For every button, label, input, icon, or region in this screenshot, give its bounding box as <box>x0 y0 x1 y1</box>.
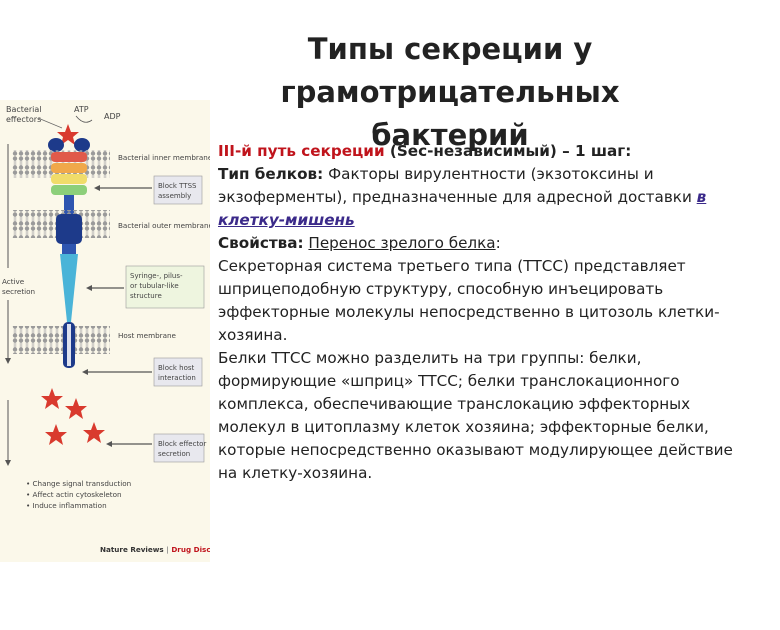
syringe-label-1: Syringe-, pilus- <box>130 272 183 280</box>
atp-label: ATP <box>74 105 89 114</box>
syringe-label-3: structure <box>130 292 162 300</box>
outer-ring-neck <box>62 244 76 254</box>
slide-title-line-1: Типы секреции у грамотрицательных <box>280 32 620 109</box>
section-heading: III-й путь секреции (Sec-независимый) – … <box>218 140 743 163</box>
properties-label: Свойства: <box>218 234 304 252</box>
inner-rod <box>64 195 74 217</box>
atp-arrow-icon <box>75 115 93 123</box>
atpase-lobe-left <box>48 138 64 152</box>
ttss-paragraph-1: Секреторная система третьего типа (ТТСС)… <box>218 257 720 344</box>
protein-type-paragraph: Тип белков: Факторы вирулентности (экзот… <box>218 163 743 232</box>
active-secretion-label: Active <box>2 277 25 286</box>
bacterial-effectors-label: Bacterial <box>6 105 41 114</box>
block-ttss-label-2: assembly <box>158 192 191 200</box>
host-membrane-label: Host membrane <box>118 331 177 340</box>
properties-text: Перенос зрелого белка <box>308 234 496 252</box>
properties-paragraph: Свойства: Перенос зрелого белка: <box>218 232 743 255</box>
effect-bullet-3: • Induce inflammation <box>26 501 107 510</box>
slide-body: III-й путь секреции (Sec-независимый) – … <box>218 140 743 485</box>
credit-journal: Nature Reviews <box>100 545 164 554</box>
inner-membrane-label: Bacterial inner membrane <box>118 153 210 162</box>
slide-title: Типы секреции у грамотрицательных бактер… <box>150 28 750 157</box>
target-cell-link[interactable]: в клетку-мишень <box>218 188 707 229</box>
active-secretion-label-2: secretion <box>2 287 35 296</box>
bacterial-effectors-label-2: effectors <box>6 115 41 124</box>
credit-separator: | <box>164 545 172 555</box>
heading-red: III-й путь секреции <box>218 142 385 160</box>
block-effector-label-2: secretion <box>158 450 190 458</box>
syringe-label-2: or tubular-like <box>130 282 179 290</box>
syringe-box <box>125 265 205 309</box>
credit-section: Drug Discovery <box>171 545 210 554</box>
block-host-label-2: interaction <box>158 374 196 382</box>
effector-star-host-1 <box>41 388 63 409</box>
outer-ring <box>56 214 82 244</box>
effect-bullet-1: • Change signal transduction <box>26 479 131 488</box>
block-host-label: Block host <box>158 364 195 372</box>
properties-colon: : <box>495 234 501 252</box>
ring-red <box>51 152 87 162</box>
adp-label: ADP <box>104 112 121 121</box>
block-effector-box <box>153 433 205 463</box>
effect-bullet-2: • Affect actin cytoskeleton <box>26 490 122 499</box>
protein-type-text: Факторы вирулентности (экзотоксины и экз… <box>218 165 697 206</box>
effector-star-icon <box>57 124 79 145</box>
outer-membrane-label: Bacterial outer membrane <box>118 221 210 230</box>
ring-orange <box>51 163 87 173</box>
heading-rest: (Sec-независимый) – 1 шаг: <box>384 142 632 160</box>
effector-star-host-2 <box>65 398 87 419</box>
block-effector-label: Block effector <box>158 440 206 448</box>
ttss-paragraph-2: Белки ТТСС можно разделить на три группы… <box>218 349 733 482</box>
effector-star-host-3 <box>45 424 67 445</box>
ttss-figure-panel: Bacterial effectors ATP ADP Bacterial in… <box>0 100 234 562</box>
figure-credit: Nature Reviews | Drug Discovery <box>100 545 210 555</box>
block-ttss-label: Block TTSS <box>158 182 197 190</box>
atpase-lobe-right <box>74 138 90 152</box>
block-ttss-box <box>153 175 203 205</box>
slide-title-line-2: бактерий <box>371 118 529 152</box>
protein-type-label: Тип белков: <box>218 165 324 183</box>
syringe-needle <box>60 254 78 322</box>
ring-yellow <box>51 174 87 184</box>
block-host-box <box>153 357 203 387</box>
host-membrane-2 <box>12 340 110 354</box>
host-membrane <box>12 326 110 340</box>
effector-star-host-4 <box>83 422 105 443</box>
ring-green <box>51 185 87 195</box>
ttss-diagram: Bacterial effectors ATP ADP Bacterial in… <box>2 105 234 555</box>
